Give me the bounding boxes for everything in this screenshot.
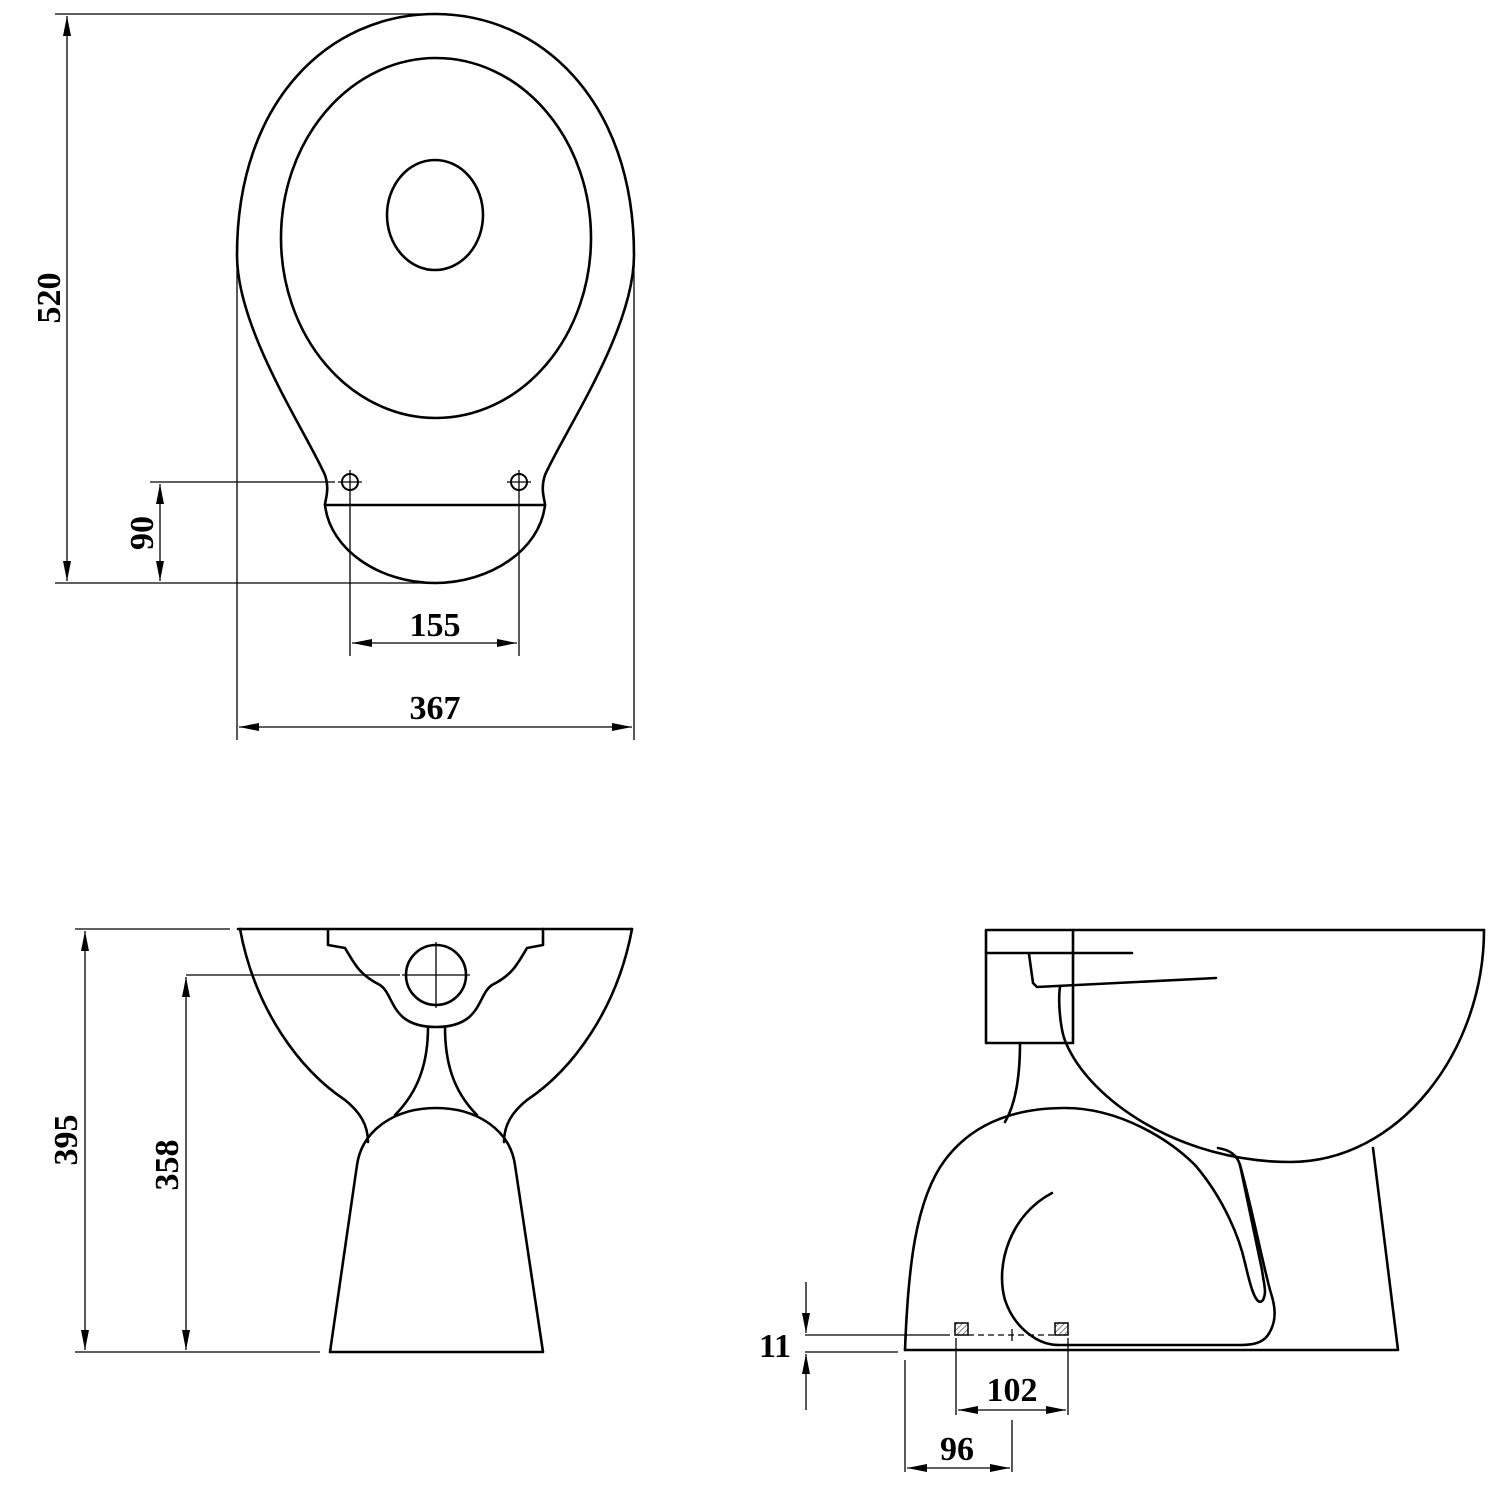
pedestal-front — [903, 1146, 1400, 1352]
fixing-hole-left — [338, 470, 362, 494]
bowl-right-side — [502, 927, 634, 1144]
neck-right — [443, 1025, 479, 1117]
bowl-front-lip — [323, 503, 547, 585]
cistern-block — [984, 928, 1075, 1045]
bowl-left-side — [238, 927, 370, 1144]
bowl-rim-inner — [279, 56, 593, 420]
trap-recess — [326, 927, 545, 1029]
neck-left — [393, 1025, 430, 1117]
dim-367: 367 — [410, 690, 461, 727]
dim-90: 90 — [124, 516, 161, 550]
bowl-outline — [235, 12, 636, 507]
pedestal — [328, 1106, 545, 1354]
dim-395: 395 — [48, 1115, 85, 1166]
dim-96: 96 — [940, 1431, 974, 1468]
water-outlet — [385, 158, 485, 272]
trap-inner — [1000, 1191, 1060, 1347]
trap-outlet — [1056, 1163, 1276, 1347]
dim-11: 11 — [759, 1328, 791, 1365]
seat-line — [1027, 952, 1218, 989]
inlet-circle — [402, 942, 470, 1008]
neck-rear — [1003, 1041, 1022, 1124]
drain-marker-right — [1054, 1322, 1069, 1336]
dim-155: 155 — [410, 607, 461, 644]
front-view: 395 358 — [48, 927, 634, 1354]
dim-102: 102 — [987, 1372, 1038, 1409]
pedestal-rear-outline — [903, 1106, 1267, 1352]
dim-358: 358 — [149, 1140, 186, 1191]
bowl-profile — [1057, 928, 1486, 1164]
side-view: 11 102 96 — [759, 928, 1486, 1472]
top-view: 520 90 155 367 — [31, 12, 636, 740]
dim-520: 520 — [31, 273, 68, 324]
drain-marker-left — [954, 1322, 969, 1336]
fixing-hole-right — [507, 470, 531, 494]
